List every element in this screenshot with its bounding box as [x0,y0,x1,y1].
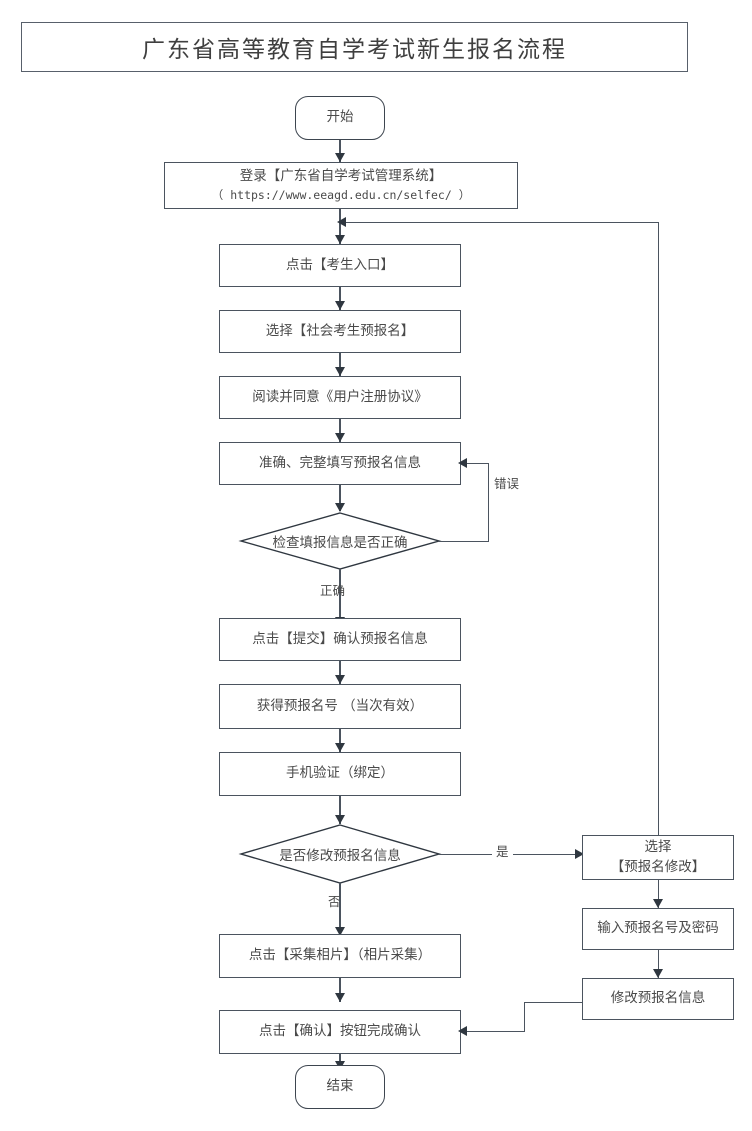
arrow-selmodify-entry [337,216,346,227]
node-inputcred: 输入预报名号及密码 [582,908,734,950]
node-inputcred-label: 输入预报名号及密码 [597,920,719,937]
edge-prereg-agreement [339,353,341,376]
node-domodify-label: 修改预报名信息 [610,990,706,1007]
node-fillinfo: 准确、完整填写预报名信息 [219,442,461,485]
node-phone-label: 手机验证（绑定） [286,765,394,782]
edge-domodify-confirm-h2 [466,1030,524,1032]
node-entry-label: 点击【考生入口】 [286,256,394,273]
edge-check-error-v [487,462,489,541]
node-start-label: 开始 [326,109,354,126]
edge-fillinfo-check [339,485,341,511]
arrow-photo-confirm [334,993,345,1002]
arrow-modifyq-photo [334,927,345,936]
node-confirm-label: 点击【确认】按钮完成确认 [259,1023,421,1040]
arrow-selmodify-inputcred [652,899,663,908]
edge-label-error: 错误 [494,476,520,491]
node-login-label-line1: 登录【广东省自学考试管理系统】 [239,168,443,185]
edge-login-entry [339,209,341,244]
node-confirm: 点击【确认】按钮完成确认 [219,1010,461,1054]
node-photo-label: 点击【采集相片】（相片采集） [248,947,432,964]
node-submit: 点击【提交】确认预报名信息 [219,618,461,661]
node-fillinfo-label: 准确、完整填写预报名信息 [259,454,421,471]
arrow-inputcred-domodify [652,969,663,978]
node-getnumber: 获得预报名号 （当次有效） [219,684,461,729]
edge-start-login [339,140,341,162]
edge-photo-confirm [339,978,341,1002]
node-entry: 点击【考生入口】 [219,244,461,287]
node-phone: 手机验证（绑定） [219,752,461,796]
edge-modifyq-photo [339,883,341,935]
edge-selmodify-inputcred [657,880,659,908]
node-selmodify-label-line1: 选择 [644,838,672,855]
node-photo: 点击【采集相片】（相片采集） [219,934,461,978]
node-modifyq: 是否修改预报名信息 [238,824,442,884]
edge-phone-modifyq [339,796,341,824]
node-prereg: 选择【社会考生预报名】 [219,310,461,353]
node-domodify: 修改预报名信息 [582,978,734,1020]
arrow-entry-prereg [334,301,345,310]
arrow-getnumber-phone [334,743,345,752]
node-selmodify: 选择 【预报名修改】 [582,835,734,880]
node-selmodify-label-line2: 【预报名修改】 [610,858,706,875]
arrow-domodify-confirm [458,1025,467,1036]
node-agreement-label: 阅读并同意《用户注册协议》 [252,388,428,405]
node-login: 登录【广东省自学考试管理系统】 （ https://www.eeagd.edu.… [164,162,518,209]
edge-entry-prereg [339,287,341,310]
edge-agreement-fillinfo [339,419,341,442]
edge-check-error-h1 [439,540,489,542]
arrow-fillinfo-check [334,503,345,512]
arrow-agreement-fillinfo [334,433,345,442]
arrow-prereg-agreement [334,367,345,376]
page-title: 广东省高等教育自学考试新生报名流程 [142,37,567,63]
arrow-modifyq-selmodify [575,848,584,859]
edge-label-correct: 正确 [320,583,346,598]
edge-inputcred-domodify [657,950,659,978]
edge-domodify-confirm-v [523,1001,525,1032]
edge-label-yes: 是 [492,841,513,860]
arrow-start-login [334,153,345,162]
arrow-phone-modifyq [334,815,345,824]
node-agreement: 阅读并同意《用户注册协议》 [219,376,461,419]
edge-label-no: 否 [328,894,341,909]
node-end-label: 结束 [326,1078,354,1095]
page-title-box: 广东省高等教育自学考试新生报名流程 [21,22,688,72]
edge-selmodify-entry-vertical [657,221,659,836]
node-login-label-line2: （ https://www.eeagd.edu.cn/selfec/ ） [211,187,471,202]
arrow-submit-getnumber [334,675,345,684]
node-prereg-label: 选择【社会考生预报名】 [265,322,415,339]
edge-domodify-confirm-h1 [524,1001,583,1003]
node-start: 开始 [295,96,385,140]
node-check: 检查填报信息是否正确 [238,512,442,570]
edge-check-error-h2 [466,462,488,464]
edge-getnumber-phone [339,729,341,752]
arrow-login-entry [334,235,345,244]
node-getnumber-label: 获得预报名号 （当次有效） [256,697,424,714]
edge-check-submit [339,569,341,625]
arrow-check-error [458,457,467,468]
edge-selmodify-entry-horizontal [344,221,659,223]
node-end: 结束 [295,1065,385,1109]
edge-submit-getnumber [339,661,341,684]
node-submit-label: 点击【提交】确认预报名信息 [252,630,428,647]
